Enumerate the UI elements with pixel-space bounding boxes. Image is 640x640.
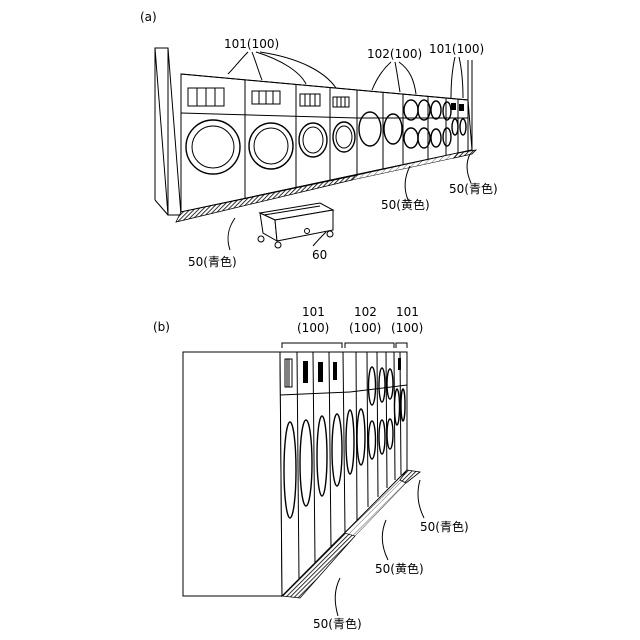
label-washers-left-a: 101(100) xyxy=(224,37,279,51)
control-panel-washer-2 xyxy=(252,91,280,104)
label-group1-num-b: 101 xyxy=(302,305,325,319)
label-mat-left-b: 50(青色) xyxy=(313,617,362,631)
control-panel-washer-1 xyxy=(188,88,224,106)
control-panel-washer-4 xyxy=(333,97,349,107)
label-group2-sub-b: (100) xyxy=(349,321,381,335)
control-panel-washer-3 xyxy=(300,94,320,106)
wall-a xyxy=(155,48,181,215)
panel-a-label: (a) xyxy=(140,10,157,24)
label-group3-sub-b: (100) xyxy=(391,321,423,335)
panel-b: (b) xyxy=(153,305,469,631)
panel-b-label: (b) xyxy=(153,320,170,334)
label-mat-left-a: 50(青色) xyxy=(188,255,237,269)
panel-a: (a) xyxy=(140,10,498,269)
label-group3-num-b: 101 xyxy=(396,305,419,319)
label-mat-right-b: 50(青色) xyxy=(420,520,469,534)
label-group1-sub-b: (100) xyxy=(297,321,329,335)
label-group2-num-b: 102 xyxy=(354,305,377,319)
label-dryers-a: 102(100) xyxy=(367,47,422,61)
label-mat-mid-b: 50(黄色) xyxy=(375,562,424,576)
label-mat-mid-a: 50(黄色) xyxy=(381,198,430,212)
label-mat-right-a: 50(青色) xyxy=(449,182,498,196)
cart-60 xyxy=(258,203,333,248)
brackets-b xyxy=(282,343,407,348)
label-cart-a: 60 xyxy=(312,248,327,262)
label-washers-right-a: 101(100) xyxy=(429,42,484,56)
wall-block-b xyxy=(183,352,282,596)
